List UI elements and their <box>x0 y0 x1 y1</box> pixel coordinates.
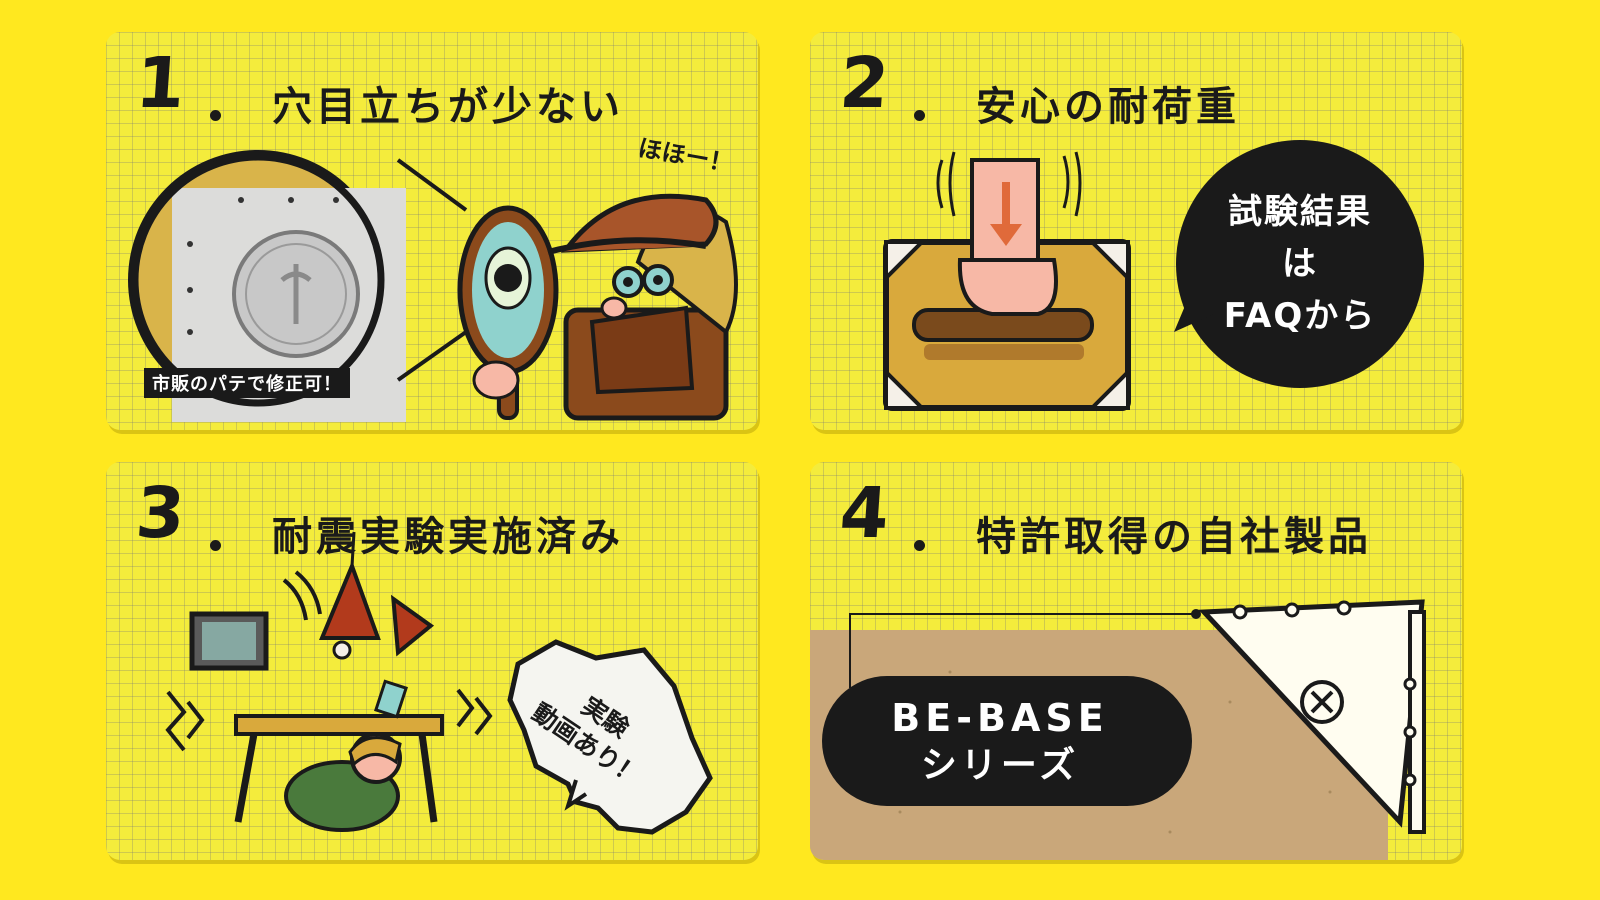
speech-bubble-shape <box>1174 140 1424 388</box>
number-dot <box>210 540 221 551</box>
bubble-line: は <box>1282 244 1318 284</box>
zoom-line <box>396 158 468 212</box>
picture-frame-icon <box>189 611 269 671</box>
number-dot <box>210 110 221 121</box>
product-illustration <box>810 599 1426 860</box>
burst-bubble-shape <box>507 639 713 835</box>
corner-bracket-icon <box>1198 599 1426 834</box>
series-name: BE-BASE <box>891 696 1109 740</box>
table-with-person-icon <box>234 679 444 832</box>
series-pill-shape <box>822 676 1192 806</box>
feature-card-patented-product: 4 特許取得の自社製品 BE-BASE シリーズ <box>810 462 1462 860</box>
callout-line <box>849 609 1201 688</box>
motion-lines <box>936 151 1082 217</box>
bubble-line: FAQから <box>1223 296 1377 336</box>
faq-bubble: 試験結果 は FAQから <box>1190 186 1410 342</box>
feature-title: 安心の耐荷重 <box>976 84 1240 130</box>
falling-lamp-icon <box>319 531 435 660</box>
bubble-line: 試験結果 <box>1228 192 1372 232</box>
repair-caption: 市販のパテで修正可！ <box>144 368 350 398</box>
feature-card-load-capacity: 2 安心の耐荷重 試験結果 は FAQから <box>810 32 1462 430</box>
feature-title: 耐震実験実施済み <box>272 514 624 560</box>
series-suffix: シリーズ <box>920 745 1080 786</box>
feature-title: 特許取得の自社製品 <box>976 514 1372 560</box>
number-dot <box>914 110 925 121</box>
detective-character-icon <box>547 193 738 421</box>
series-pill: BE-BASE シリーズ <box>850 694 1150 790</box>
feature-title: 穴目立ちが少ない <box>272 84 624 130</box>
number-dot <box>914 540 925 551</box>
feature-card-earthquake-test: 3 耐震実験実施済み <box>106 462 758 860</box>
fist-pressing-icon <box>957 158 1058 316</box>
earthquake-illustration <box>165 531 713 835</box>
one-yen-coin-icon <box>232 230 360 358</box>
zoom-line <box>396 330 468 382</box>
feature-card-inconspicuous-holes: 1 穴目立ちが少ない <box>106 32 758 430</box>
load-test-illustration <box>883 140 1424 411</box>
magnifying-glass-icon <box>457 205 559 420</box>
inspection-illustration <box>128 150 738 422</box>
shake-lines <box>165 570 493 752</box>
